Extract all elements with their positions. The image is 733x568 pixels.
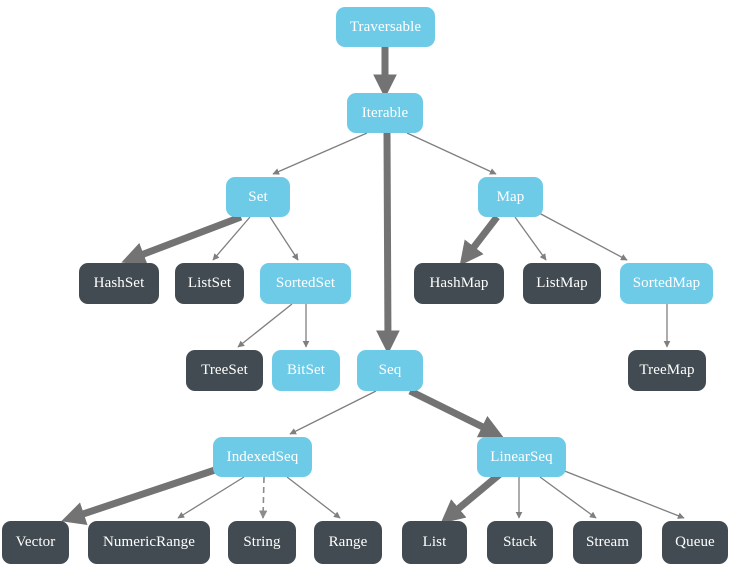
node-label: Map (496, 188, 525, 205)
node-label: SortedSet (275, 275, 336, 291)
node-label: SortedMap (632, 275, 701, 291)
node-numericrange[interactable]: NumericRange (88, 521, 210, 564)
node-label: Vector (15, 534, 56, 550)
node-label: NumericRange (103, 534, 195, 550)
node-sortedset[interactable]: SortedSet (260, 263, 351, 304)
node-label: IndexedSeq (226, 448, 299, 465)
node-label: Stack (503, 534, 537, 550)
node-label: List (422, 534, 447, 550)
node-label: HashMap (429, 275, 489, 291)
node-label: String (243, 534, 281, 550)
node-traversable[interactable]: Traversable (336, 7, 435, 47)
node-listmap[interactable]: ListMap (523, 263, 601, 304)
node-string[interactable]: String (228, 521, 296, 564)
node-queue[interactable]: Queue (662, 521, 728, 564)
node-label: TreeMap (639, 362, 695, 378)
node-stream[interactable]: Stream (573, 521, 642, 564)
node-range[interactable]: Range (314, 521, 382, 564)
node-label: BitSet (286, 362, 326, 378)
node-label: Traversable (349, 18, 422, 35)
node-treemap[interactable]: TreeMap (628, 350, 706, 391)
node-set[interactable]: Set (226, 177, 290, 217)
node-seq[interactable]: Seq (357, 350, 423, 391)
node-label: HashSet (93, 275, 145, 291)
node-treeset[interactable]: TreeSet (186, 350, 263, 391)
node-hashset[interactable]: HashSet (79, 263, 159, 304)
node-indexedseq[interactable]: IndexedSeq (213, 437, 312, 477)
node-stack[interactable]: Stack (487, 521, 553, 564)
node-label: ListMap (536, 275, 588, 291)
node-hashmap[interactable]: HashMap (414, 263, 504, 304)
node-linearseq[interactable]: LinearSeq (477, 437, 566, 477)
node-label: Set (248, 188, 268, 205)
node-vector[interactable]: Vector (2, 521, 69, 564)
node-list[interactable]: List (402, 521, 467, 564)
node-iterable[interactable]: Iterable (347, 93, 423, 133)
node-label: Range (328, 534, 368, 550)
node-label: LinearSeq (490, 448, 553, 465)
node-sortedmap[interactable]: SortedMap (620, 263, 713, 304)
node-label: Stream (585, 534, 630, 550)
node-label: Queue (675, 534, 715, 550)
node-bitset[interactable]: BitSet (272, 350, 340, 391)
node-map[interactable]: Map (478, 177, 543, 217)
node-label: TreeSet (201, 362, 248, 378)
node-label: Seq (378, 362, 402, 378)
node-listset[interactable]: ListSet (175, 263, 244, 304)
node-label: Iterable (361, 104, 409, 121)
node-label: ListSet (187, 275, 232, 291)
